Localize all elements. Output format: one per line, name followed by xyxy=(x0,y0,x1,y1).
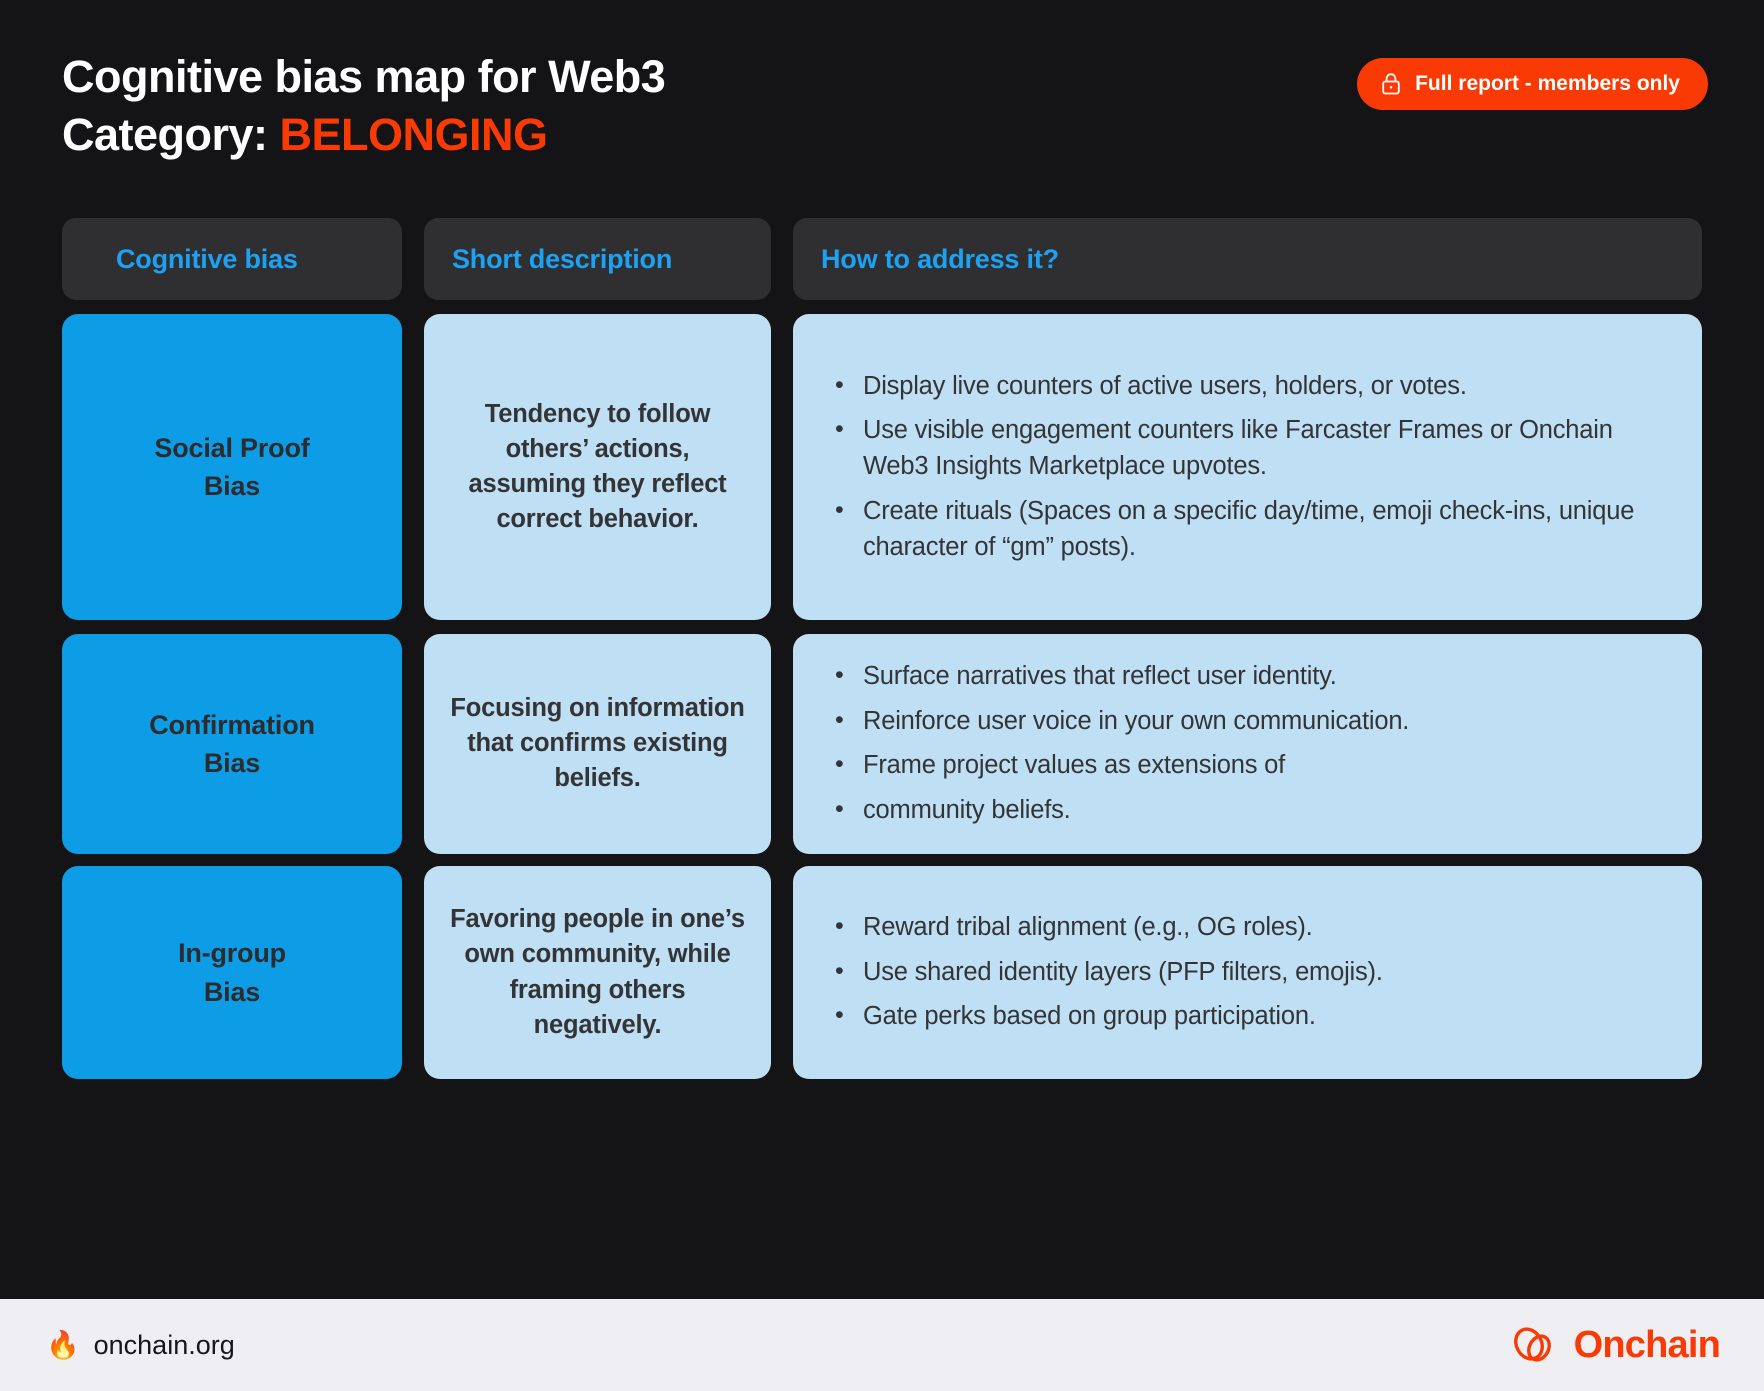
list-item: Create rituals (Spaces on a specific day… xyxy=(827,493,1662,565)
page-footer: 🔥 onchain.org Onchain xyxy=(0,1299,1764,1391)
list-item: Surface narratives that reflect user ide… xyxy=(827,658,1662,695)
page-title: Cognitive bias map for Web3 Category: BE… xyxy=(62,48,666,164)
list-item: Use shared identity layers (PFP filters,… xyxy=(827,954,1662,991)
onchain-logo: Onchain xyxy=(1508,1319,1721,1371)
list-item: Frame project values as extensions of xyxy=(827,747,1662,784)
lock-icon xyxy=(1381,72,1401,96)
bias-name-line-2: Bias xyxy=(203,471,261,501)
list-item: Reinforce user voice in your own communi… xyxy=(827,703,1662,740)
onchain-loops-icon xyxy=(1508,1319,1560,1371)
bias-actions-cell: Display live counters of active users, h… xyxy=(793,314,1702,620)
list-item: Gate perks based on group participation. xyxy=(827,998,1662,1035)
column-header-cognitive-bias: Cognitive bias xyxy=(62,218,402,300)
onchain-wordmark: Onchain xyxy=(1573,1323,1721,1366)
title-line-1: Cognitive bias map for Web3 xyxy=(62,51,666,102)
list-item: Display live counters of active users, h… xyxy=(827,368,1662,405)
list-item: community beliefs. xyxy=(827,792,1662,829)
bias-table: Cognitive bias Short description How to … xyxy=(0,192,1764,1299)
column-header-how-to-address: How to address it? xyxy=(793,218,1702,300)
column-header-short-description: Short description xyxy=(424,218,771,300)
footer-url: onchain.org xyxy=(93,1329,235,1360)
bias-description-cell: Favoring people in one’s own community, … xyxy=(424,866,771,1079)
footer-site[interactable]: 🔥 onchain.org xyxy=(46,1330,235,1361)
flame-icon: 🔥 xyxy=(46,1329,80,1360)
category-value: BELONGING xyxy=(279,108,549,160)
bias-name-line-1: Social Proof xyxy=(154,432,310,463)
list-item: Use visible engagement counters like Far… xyxy=(827,412,1662,484)
bias-description-cell: Focusing on information that confirms ex… xyxy=(424,634,771,854)
bias-description-cell: Tendency to follow others’ actions, assu… xyxy=(424,314,771,620)
category-label: Category: xyxy=(62,108,280,160)
title-line-2: Category: BELONGING xyxy=(62,106,665,164)
bias-name-line-1: In-group xyxy=(178,938,286,969)
bias-actions-cell: Surface narratives that reflect user ide… xyxy=(793,634,1702,854)
page-header: Cognitive bias map for Web3 Category: BE… xyxy=(0,0,1764,192)
full-report-badge[interactable]: Full report - members only xyxy=(1357,58,1708,110)
bias-name-line-1: Confirmation xyxy=(149,709,315,740)
list-item: Reward tribal alignment (e.g., OG roles)… xyxy=(827,909,1662,946)
table-header-row: Cognitive bias Short description How to … xyxy=(62,218,1702,300)
badge-label: Full report - members only xyxy=(1415,72,1680,95)
bias-name-line-2: Bias xyxy=(203,747,261,778)
bias-name-line-2: Bias xyxy=(203,976,261,1007)
bias-actions-cell: Reward tribal alignment (e.g., OG roles)… xyxy=(793,866,1702,1079)
